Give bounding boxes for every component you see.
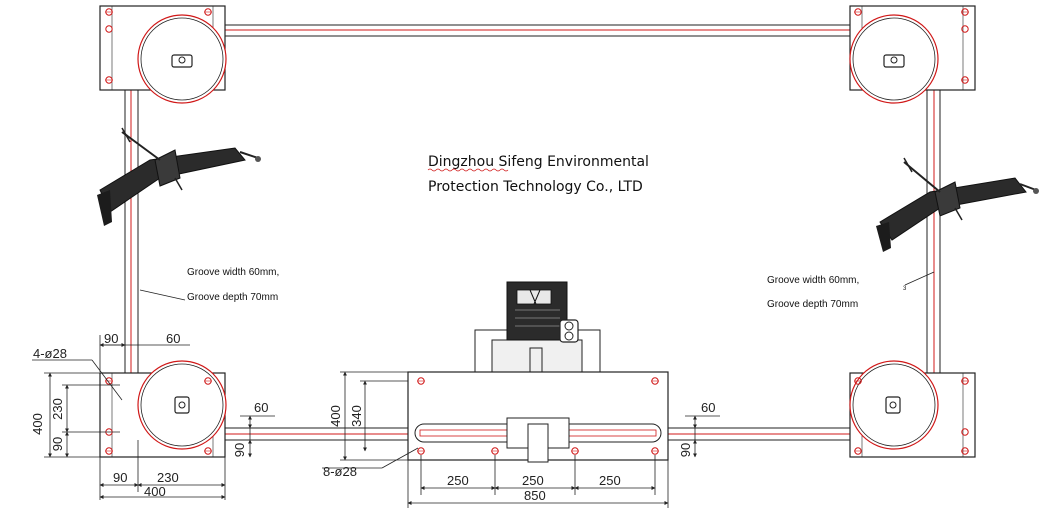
dim-top-60: 60 <box>166 331 180 346</box>
corner-plate-top-right <box>849 5 976 104</box>
dim-v-60-left: 60 <box>254 400 268 415</box>
dim-v-90-left: 90 <box>50 437 65 451</box>
dim-h-250-a: 250 <box>447 473 469 488</box>
note-marker-right: 3 <box>903 286 907 292</box>
dim-h-90-bottom: 90 <box>113 470 127 485</box>
dim-holes-4: 4-ø28 <box>33 346 67 361</box>
dimension-lines <box>44 335 720 508</box>
dim-h-850: 850 <box>524 488 546 503</box>
dim-holes-8: 8-ø28 <box>323 464 357 479</box>
corner-plate-bottom-left <box>99 360 227 458</box>
leader-lines <box>32 271 935 469</box>
dim-h-400-bottom: 400 <box>144 484 166 499</box>
dim-v-340: 340 <box>349 405 364 427</box>
scraper-arm-right <box>876 157 1039 252</box>
note-groove-width-left: Groove width 60mm, <box>187 267 279 278</box>
dim-h-230-bottom: 230 <box>157 470 179 485</box>
company-name-line-1: Dingzhou Sifeng Environmental <box>428 154 649 170</box>
dim-v-400-left: 400 <box>30 413 45 435</box>
note-groove-width-right: Groove width 60mm, <box>767 275 859 286</box>
dim-h-250-c: 250 <box>599 473 621 488</box>
spellcheck-underline <box>427 168 509 172</box>
corner-plate-bottom-right <box>849 360 976 458</box>
dim-v-90-right: 90 <box>678 443 693 457</box>
dim-v-400-drive: 400 <box>328 405 343 427</box>
dim-h-250-b: 250 <box>522 473 544 488</box>
dim-v-90-left-drive: 90 <box>232 443 247 457</box>
scraper-arm-left <box>97 127 261 226</box>
dim-top-90: 90 <box>104 331 118 346</box>
corner-plate-top-left <box>99 5 227 104</box>
note-groove-depth-left: Groove depth 70mm <box>187 292 278 303</box>
dim-v-230: 230 <box>50 398 65 420</box>
dim-v-60-right: 60 <box>701 400 715 415</box>
company-name-line-2: Protection Technology Co., LTD <box>428 179 643 195</box>
drive-base-plate <box>407 371 669 463</box>
drive-motor <box>474 281 601 385</box>
note-groove-depth-right: Groove depth 70mm <box>767 299 858 310</box>
